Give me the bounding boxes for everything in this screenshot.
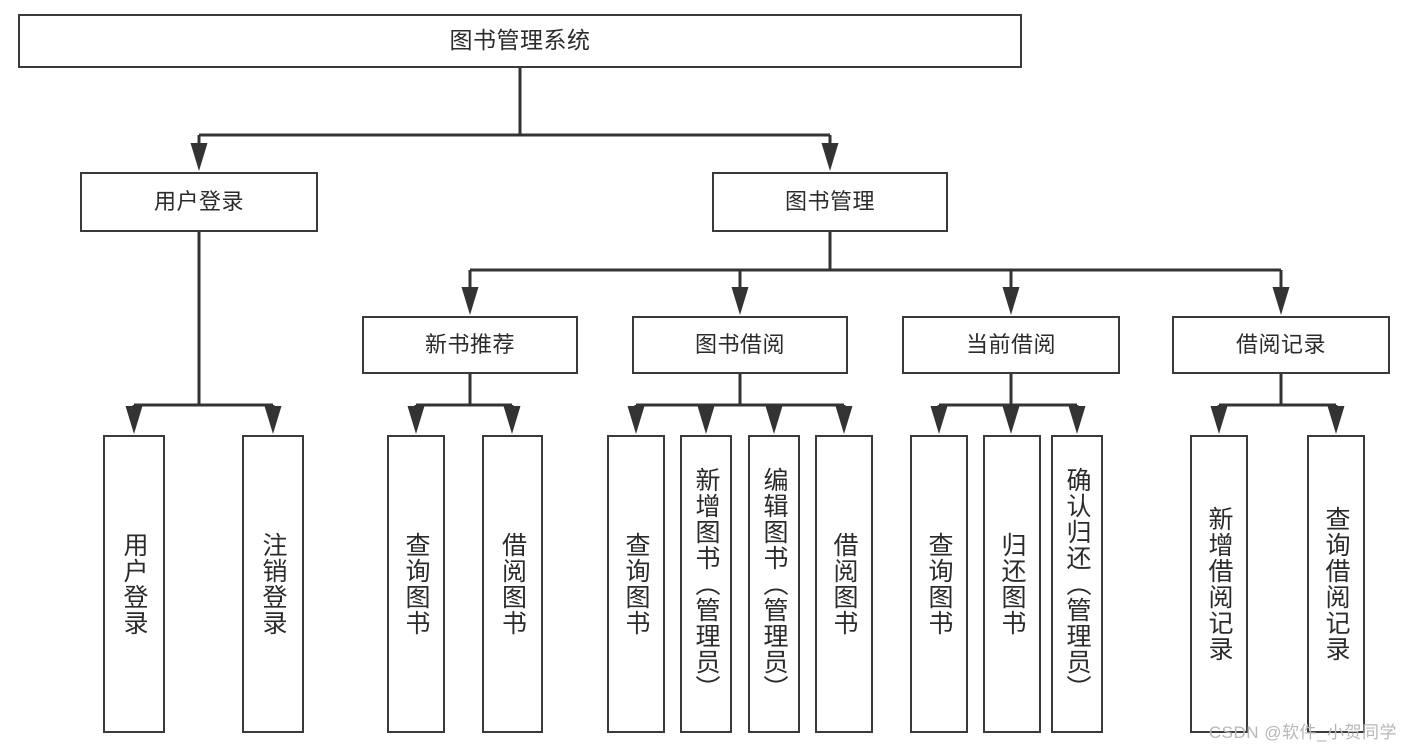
node-leaf-add-borrow-record-label: 新增借阅记录 <box>1205 506 1233 662</box>
arrow-to-leaf-user-login-head <box>125 406 143 434</box>
arrow-to-leaf-query-record-head <box>1327 406 1345 434</box>
node-leaf-query-borrow-record[interactable]: 查询借阅记录 <box>1307 435 1365 733</box>
arrow-to-leaf-borrow-book-2-head <box>835 406 853 434</box>
node-new-book-recommend[interactable]: 新书推荐 <box>362 316 578 374</box>
arrow-to-new-book-rec-head <box>461 287 479 315</box>
node-current-borrow-label: 当前借阅 <box>965 331 1056 357</box>
node-leaf-edit-book-admin[interactable]: 编辑图书（管理员） <box>748 435 800 733</box>
arrow-to-user-login-head <box>190 143 208 171</box>
arrow-to-leaf-logout-head <box>264 406 282 434</box>
node-leaf-user-login-label: 用户登录 <box>120 532 148 636</box>
node-user-login[interactable]: 用户登录 <box>80 172 318 232</box>
arrow-to-leaf-borrow-book-1-head <box>503 406 521 434</box>
node-leaf-add-book-admin[interactable]: 新增图书（管理员） <box>680 435 732 733</box>
node-leaf-query-book-3-label: 查询图书 <box>925 532 953 636</box>
node-leaf-borrow-book-1-label: 借阅图书 <box>498 532 527 636</box>
node-leaf-confirm-return-admin[interactable]: 确认归还（管理员） <box>1051 435 1103 733</box>
node-leaf-query-book-2[interactable]: 查询图书 <box>607 435 665 733</box>
arrow-to-leaf-query-book-2-head <box>627 406 645 434</box>
node-leaf-query-book-1-label: 查询图书 <box>402 532 430 636</box>
node-borrow-record[interactable]: 借阅记录 <box>1172 316 1390 374</box>
node-leaf-borrow-book-2-label: 借阅图书 <box>830 532 858 636</box>
node-leaf-confirm-return-admin-label: 确认归还（管理员） <box>1063 467 1091 701</box>
arrow-to-leaf-confirm-return-head <box>1068 406 1086 434</box>
node-book-manage-label: 图书管理 <box>784 188 875 214</box>
arrow-to-leaf-query-book-3-head <box>930 406 948 434</box>
node-leaf-borrow-book-2[interactable]: 借阅图书 <box>815 435 873 733</box>
node-book-manage[interactable]: 图书管理 <box>712 172 948 232</box>
arrow-to-current-borrow-head <box>1002 287 1020 315</box>
node-new-book-recommend-label: 新书推荐 <box>424 331 515 357</box>
arrow-to-leaf-query-book-1-head <box>407 406 425 434</box>
node-leaf-return-book[interactable]: 归还图书 <box>983 435 1041 733</box>
node-leaf-return-book-label: 归还图书 <box>998 532 1026 636</box>
node-leaf-query-book-1[interactable]: 查询图书 <box>387 435 445 733</box>
node-leaf-query-book-3[interactable]: 查询图书 <box>910 435 968 733</box>
node-leaf-add-borrow-record[interactable]: 新增借阅记录 <box>1190 435 1248 733</box>
node-leaf-add-book-admin-label: 新增图书（管理员） <box>692 467 720 701</box>
node-leaf-borrow-book-1[interactable]: 借阅图书 <box>482 435 543 733</box>
arrow-to-book-manage-head <box>821 143 839 171</box>
node-borrow-record-label: 借阅记录 <box>1235 331 1326 357</box>
node-leaf-query-borrow-record-label: 查询借阅记录 <box>1322 506 1350 662</box>
node-current-borrow[interactable]: 当前借阅 <box>902 316 1120 374</box>
node-leaf-logout[interactable]: 注销登录 <box>242 435 304 733</box>
node-book-borrow-label: 图书借阅 <box>694 331 785 357</box>
arrow-to-leaf-add-record-head <box>1210 406 1228 434</box>
node-root[interactable]: 图书管理系统 <box>18 14 1022 68</box>
arrow-to-leaf-edit-book-admin-head <box>765 406 783 434</box>
arrow-to-borrow-record-head <box>1272 287 1290 315</box>
arrow-to-book-borrow-head <box>731 287 749 315</box>
node-book-borrow[interactable]: 图书借阅 <box>632 316 848 374</box>
csdn-watermark: CSDN @软件_小贺同学 <box>1208 723 1397 742</box>
arrow-to-leaf-add-book-admin-head <box>697 406 715 434</box>
node-leaf-query-book-2-label: 查询图书 <box>622 532 650 636</box>
arrow-to-leaf-return-book-head <box>1002 406 1020 434</box>
node-leaf-logout-label: 注销登录 <box>259 532 287 636</box>
node-root-label: 图书管理系统 <box>449 27 591 54</box>
node-leaf-edit-book-admin-label: 编辑图书（管理员） <box>760 467 788 701</box>
node-leaf-user-login[interactable]: 用户登录 <box>103 435 165 733</box>
node-user-login-label: 用户登录 <box>153 188 244 214</box>
